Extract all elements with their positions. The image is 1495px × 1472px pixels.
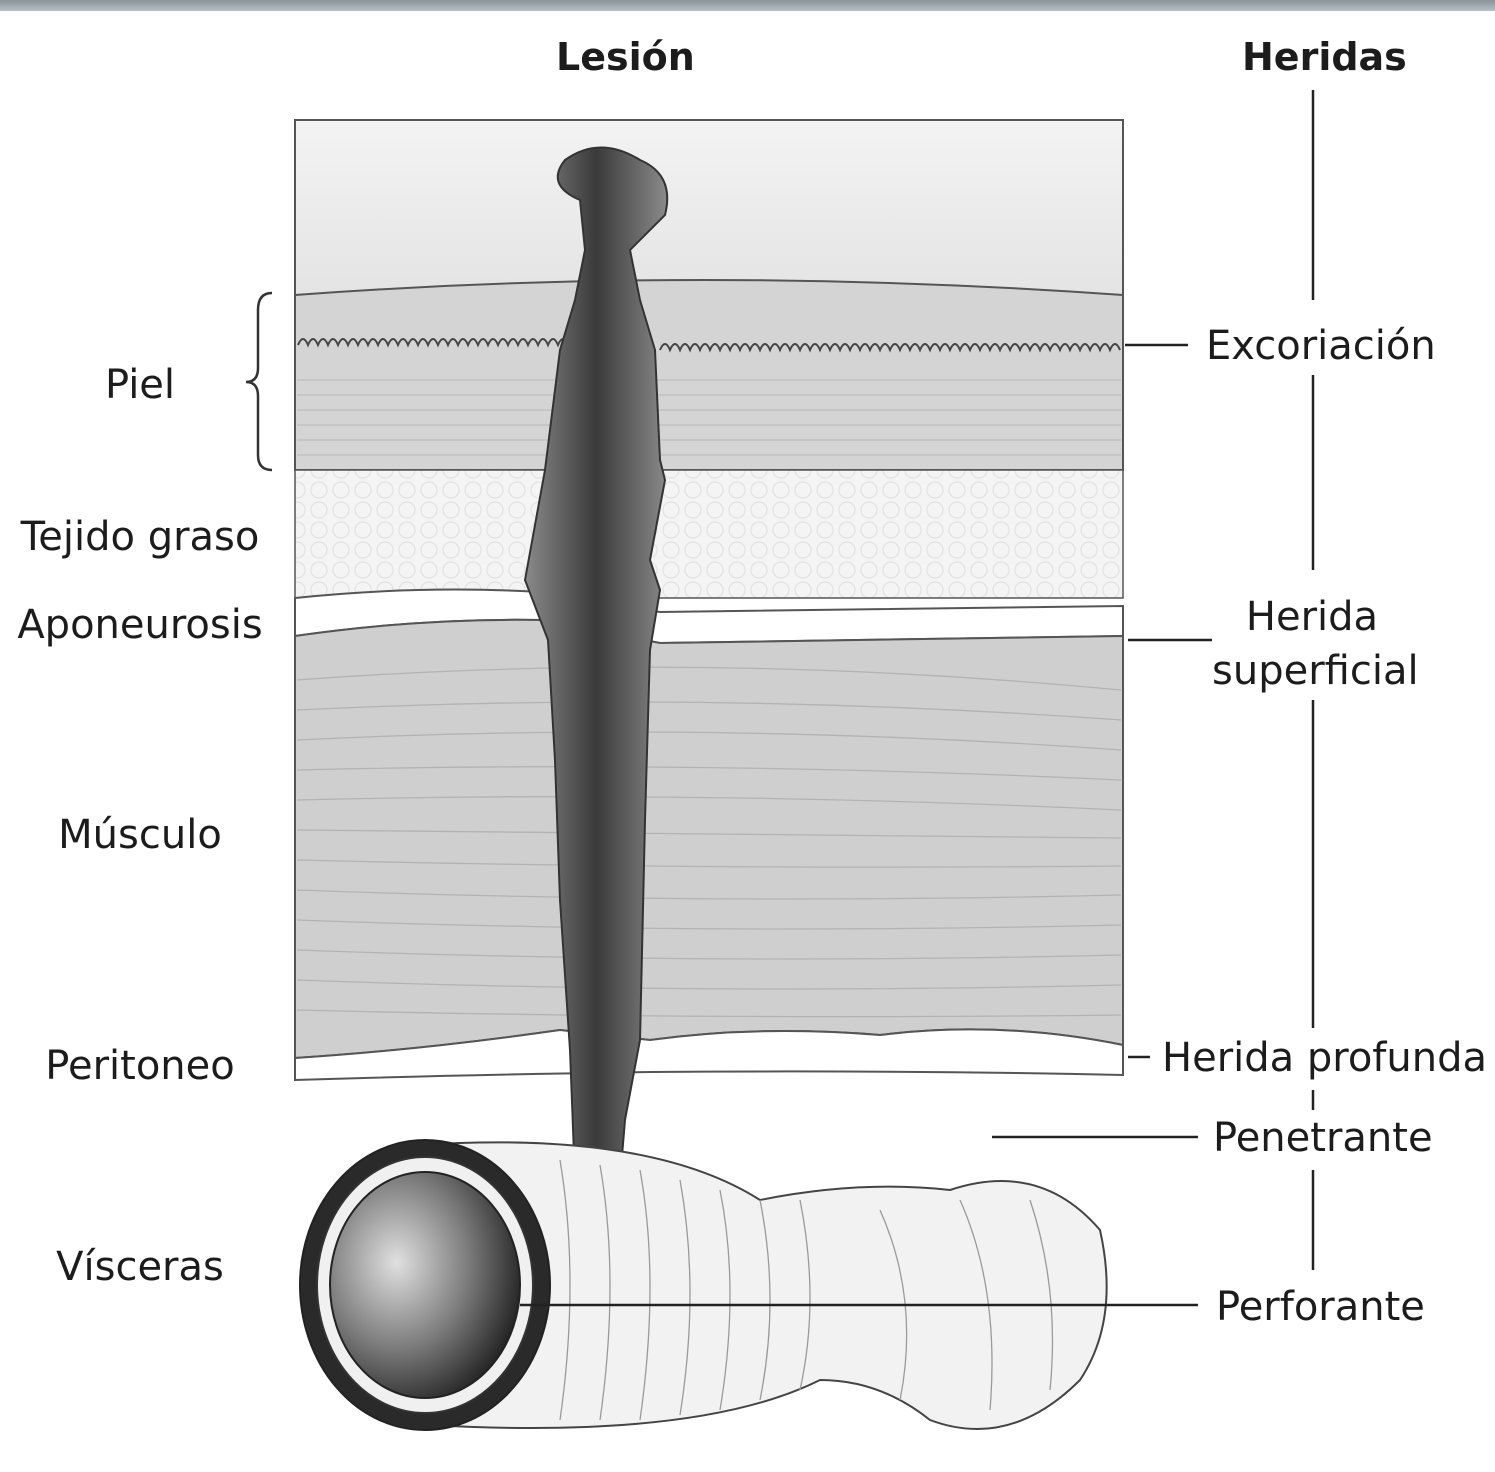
heridas-header: Heridas [1242,38,1407,76]
surface-region [295,120,1123,295]
muscle-layer [295,620,1123,1058]
layer-label-tejido-graso: Tejido graso [0,517,280,557]
layer-label-peritoneo: Peritoneo [0,1046,280,1086]
fat-layer [295,470,1123,598]
lesion-header: Lesión [556,38,695,76]
intestine-lumen [330,1172,520,1398]
wound-label-herida-profunda: Herida profunda [1162,1038,1487,1078]
wound-label-perforante: Perforante [1216,1287,1425,1327]
layer-label-visceras: Vísceras [0,1247,280,1287]
layer-label-aponeurosis: Aponeurosis [0,605,280,645]
skin-layer [295,280,1123,470]
wound-label-excoriacion: Excoriación [1206,326,1436,366]
wound-label-penetrante: Penetrante [1213,1118,1433,1158]
wound-label-herida-superficial: Herida superficial [1212,590,1412,698]
layer-label-piel: Piel [0,365,280,405]
layer-label-musculo: Músculo [0,815,280,855]
